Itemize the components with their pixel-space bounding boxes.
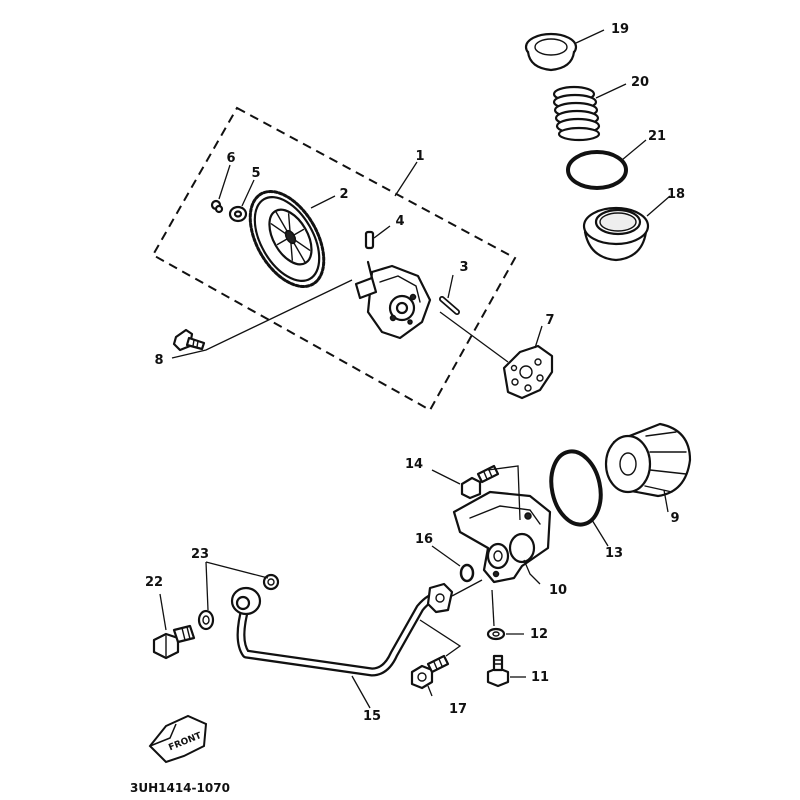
filter-housing-part-10 (452, 490, 552, 584)
front-direction-marker: FRONT (148, 714, 208, 764)
callout-6: 6 (226, 151, 235, 166)
callout-10: 10 (549, 583, 567, 598)
callout-20: 20 (631, 75, 649, 90)
callout-11: 11 (531, 670, 549, 685)
callout-12: 12 (530, 627, 548, 642)
pump-driven-gear (248, 190, 326, 288)
callout-15: 15 (363, 709, 381, 724)
oil-pipe-part-15 (230, 582, 454, 677)
o-ring-part-13 (549, 449, 603, 527)
pin-part-3 (439, 296, 460, 315)
o-ring-part-21 (566, 150, 628, 190)
washer-part-5 (228, 205, 248, 223)
callout-17: 17 (449, 702, 467, 717)
bolt-part-14 (460, 464, 500, 500)
washer-part-12 (486, 627, 506, 641)
leader-lines (159, 29, 671, 709)
callout-21: 21 (648, 129, 666, 144)
oil-filter-part-9 (604, 422, 692, 498)
callout-4: 4 (395, 214, 404, 229)
cap-part-19 (524, 32, 578, 72)
catalog-code: 3UH1414-1070 (130, 781, 230, 795)
callout-7: 7 (545, 313, 554, 328)
callout-labels: 1 2 3 4 5 6 7 8 9 10 11 12 13 14 15 16 1… (145, 22, 685, 724)
dowel-pin-part-4 (364, 230, 375, 250)
plug-part-18 (582, 206, 650, 262)
callout-18: 18 (667, 187, 685, 202)
callout-2: 2 (339, 187, 348, 202)
union-bolt-part-22 (152, 624, 196, 660)
pump-gasket-part-7 (502, 344, 554, 400)
oil-pump-body (354, 260, 432, 340)
callout-3: 3 (459, 260, 468, 275)
bolt-part-17 (410, 654, 450, 690)
bolt-part-11 (486, 654, 510, 688)
callout-19: 19 (611, 22, 629, 37)
callout-9: 9 (670, 511, 679, 526)
callout-14: 14 (405, 457, 423, 472)
screw-part-8 (172, 328, 206, 352)
callout-23: 23 (191, 547, 209, 562)
callout-16: 16 (415, 532, 433, 547)
callout-1: 1 (415, 149, 424, 164)
callout-5: 5 (251, 166, 260, 181)
callout-8: 8 (154, 353, 163, 368)
o-ring-part-16 (459, 563, 475, 583)
pump-assembly-boundary (151, 106, 517, 412)
callout-13: 13 (605, 546, 623, 561)
spring-part-20 (552, 85, 601, 142)
circlip-part-6 (210, 199, 224, 214)
callout-22: 22 (145, 575, 163, 590)
